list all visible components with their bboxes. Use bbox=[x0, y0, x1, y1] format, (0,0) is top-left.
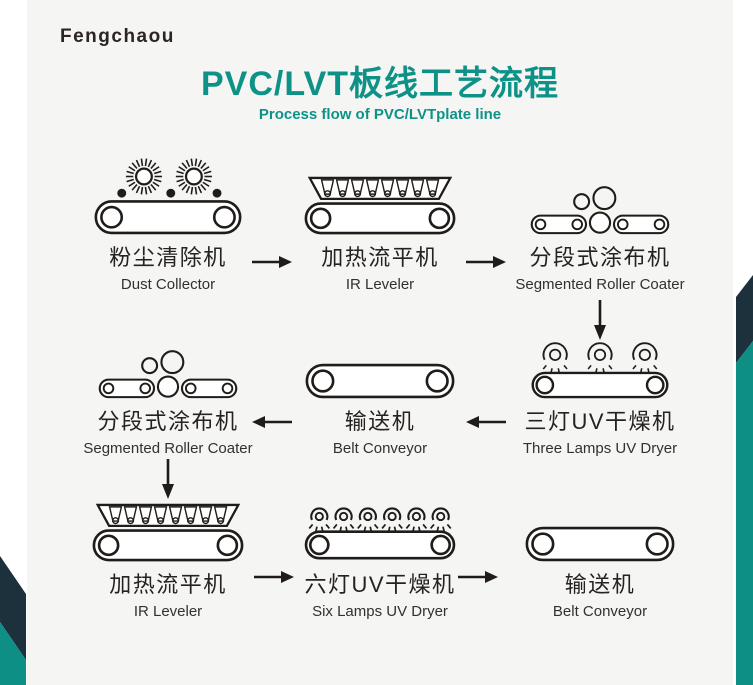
flow-arrow-right-icon bbox=[458, 570, 498, 584]
station-label-en: Dust Collector bbox=[120, 276, 216, 294]
station-roller-coater: 分段式涂布机 Segmented Roller Coater bbox=[56, 331, 280, 458]
flow-arrow-right-icon bbox=[252, 255, 292, 269]
station-uv-dryer-six-lamps: 六灯UV干燥机 Six Lamps UV Dryer bbox=[268, 498, 492, 621]
station-belt-conveyor: 输送机 Belt Conveyor bbox=[488, 498, 712, 621]
station-label-cn: 输送机 bbox=[344, 409, 416, 434]
roller-coater-icon bbox=[98, 350, 238, 399]
flow-arrow-down-icon bbox=[161, 459, 175, 499]
uv-dryer-three-lamps-icon bbox=[531, 342, 669, 399]
station-ir-leveler: 加热流平机 IR Leveler bbox=[56, 498, 280, 621]
flow-arrow-left-icon bbox=[252, 415, 292, 429]
station-label-cn: 输送机 bbox=[564, 572, 636, 597]
station-label-cn: 粉尘清除机 bbox=[109, 245, 227, 270]
station-belt-conveyor: 输送机 Belt Conveyor bbox=[268, 331, 492, 458]
station-label-cn: 加热流平机 bbox=[109, 572, 227, 597]
ir-leveler-icon bbox=[92, 503, 244, 562]
station-label-en: Belt Conveyor bbox=[332, 440, 428, 458]
flow-arrow-left-icon bbox=[466, 415, 506, 429]
station-dust-collector: 粉尘清除机 Dust Collector bbox=[56, 158, 280, 294]
station-label-cn: 分段式涂布机 bbox=[529, 245, 671, 270]
uv-dryer-six-lamps-icon bbox=[304, 507, 456, 560]
station-label-en: Three Lamps UV Dryer bbox=[522, 440, 678, 458]
station-uv-dryer-three-lamps: 三灯UV干燥机 Three Lamps UV Dryer bbox=[488, 331, 712, 458]
left-ribbon-decoration bbox=[0, 556, 26, 685]
flow-arrow-right-icon bbox=[254, 570, 294, 584]
belt-conveyor-icon bbox=[305, 363, 455, 399]
station-label-en: Segmented Roller Coater bbox=[515, 276, 685, 294]
page-subtitle: Process flow of PVC/LVTplate line bbox=[258, 106, 502, 123]
station-label-cn: 分段式涂布机 bbox=[97, 409, 239, 434]
roller-coater-icon bbox=[530, 186, 670, 235]
station-label-en: Six Lamps UV Dryer bbox=[312, 603, 448, 621]
ir-leveler-icon bbox=[304, 176, 456, 235]
brand-logo: Fengchaou bbox=[60, 26, 175, 47]
station-label-en: Belt Conveyor bbox=[552, 603, 648, 621]
page-title: PVC/LVT板线工艺流程 bbox=[200, 65, 560, 103]
station-label-en: Segmented Roller Coater bbox=[83, 440, 253, 458]
station-label-cn: 加热流平机 bbox=[321, 245, 439, 270]
poster-background-card bbox=[27, 0, 733, 685]
station-label-cn: 六灯UV干燥机 bbox=[304, 572, 456, 597]
dust-collector-icon bbox=[94, 158, 242, 235]
right-ribbon-decoration bbox=[736, 275, 753, 685]
flow-arrow-right-icon bbox=[466, 255, 506, 269]
station-label-cn: 三灯UV干燥机 bbox=[524, 409, 676, 434]
station-ir-leveler: 加热流平机 IR Leveler bbox=[268, 161, 492, 294]
station-roller-coater: 分段式涂布机 Segmented Roller Coater bbox=[488, 161, 712, 294]
flow-arrow-down-icon bbox=[593, 300, 607, 340]
station-label-en: IR Leveler bbox=[345, 276, 415, 294]
belt-conveyor-icon bbox=[525, 526, 675, 562]
station-label-en: IR Leveler bbox=[133, 603, 203, 621]
